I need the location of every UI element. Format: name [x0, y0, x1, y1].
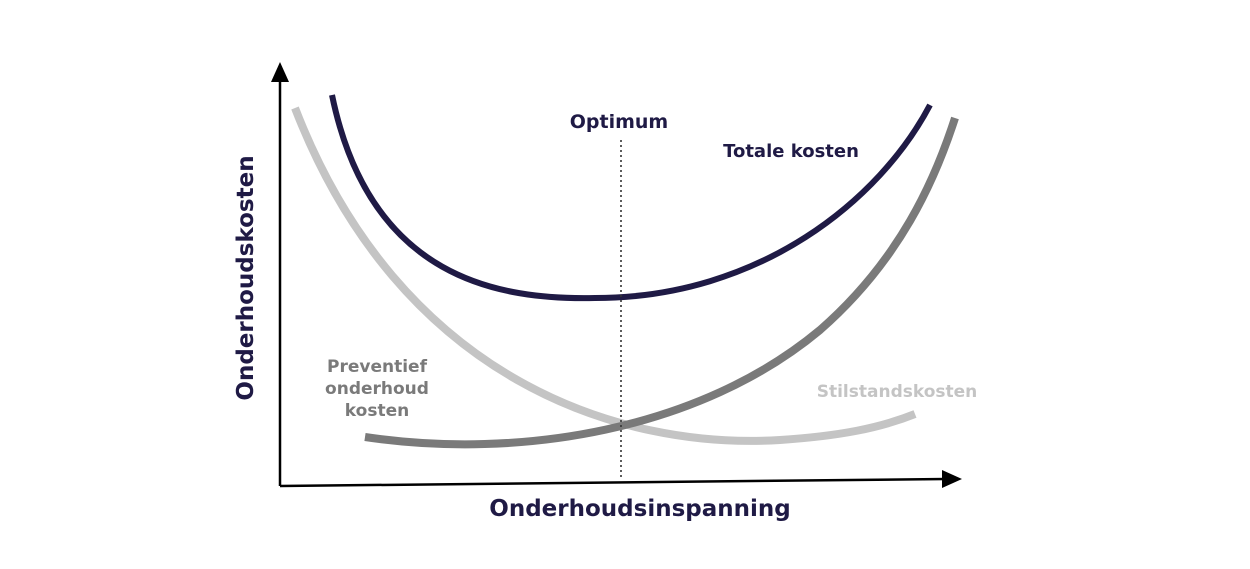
- downtime-cost-label: Stilstandskosten: [817, 382, 978, 402]
- preventive-cost-label-line-2: onderhoud: [325, 379, 429, 399]
- preventive-cost-label-line-3: kosten: [345, 401, 409, 421]
- optimum-label: Optimum: [570, 111, 668, 133]
- y-axis-label: Onderhoudskosten: [233, 155, 259, 400]
- preventive-cost-curve: [364, 116, 959, 449]
- y-axis-arrow-icon: [271, 62, 289, 82]
- preventive-cost-label-line-1: Preventief: [327, 357, 428, 377]
- x-axis-label: Onderhoudsinspanning: [489, 496, 790, 522]
- total-cost-curve: [329, 94, 933, 302]
- downtime-cost-curve: [291, 106, 917, 445]
- x-axis-arrow-icon: [942, 470, 962, 488]
- total-cost-label: Totale kosten: [723, 141, 859, 162]
- x-axis: [279, 477, 947, 488]
